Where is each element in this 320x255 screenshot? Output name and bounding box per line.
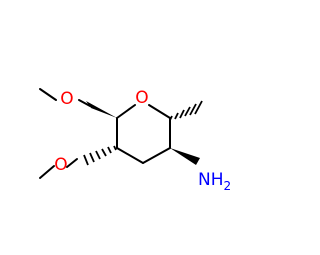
bond-ringO-c5 <box>148 104 171 119</box>
bond-c4-c3 <box>142 147 171 164</box>
structure-canvas: O O O NH2 <box>39 88 231 193</box>
methoxy-top-oxygen-label: O <box>60 89 73 109</box>
bond-c3-c2 <box>116 147 144 164</box>
amine-label-subscript: 2 <box>224 179 232 193</box>
bond-otop-methyl <box>39 88 57 101</box>
ring-bonds <box>39 88 171 179</box>
methoxy-bottom-oxygen-label: O <box>54 155 67 175</box>
amine-label-main: NH <box>198 170 224 190</box>
bond-obottom-c2side <box>66 158 78 168</box>
wedge-c4-amine <box>170 148 200 165</box>
bond-c1-ringO <box>116 104 136 119</box>
bond-obottom-methyl <box>39 165 55 179</box>
amine-label: NH2 <box>198 170 231 193</box>
molecule-structure: O O O NH2 <box>39 88 231 193</box>
hash-c2-methoxy <box>83 145 117 166</box>
bond-otop-c1side <box>78 99 91 107</box>
hash-c5-methyl <box>169 100 203 121</box>
ring-oxygen-label: O <box>135 88 148 108</box>
wedge-c1-methoxy <box>86 101 117 118</box>
